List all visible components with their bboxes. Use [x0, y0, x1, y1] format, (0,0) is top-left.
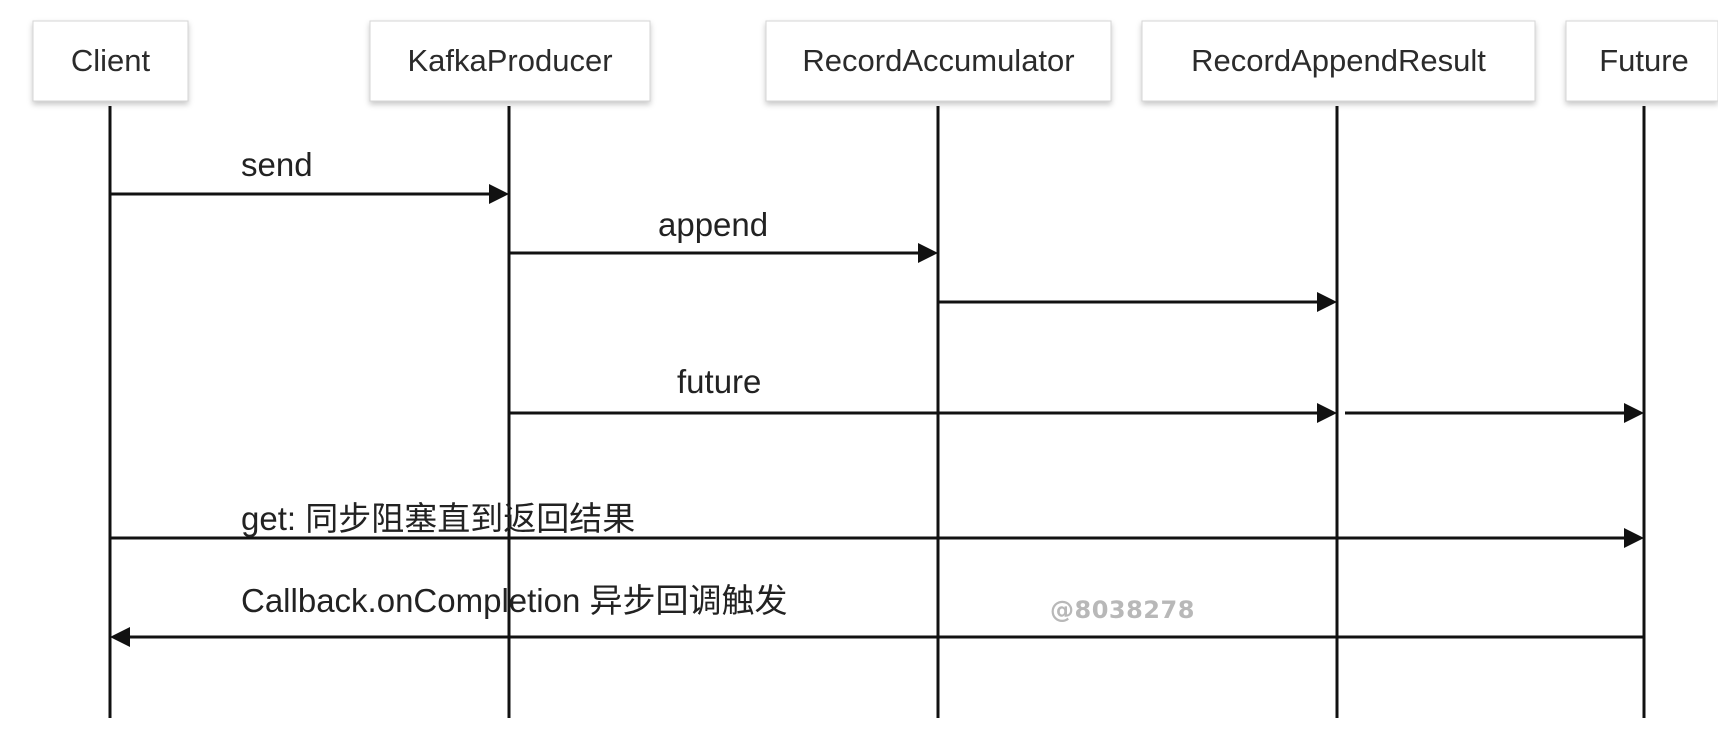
participant-future: Future [1565, 20, 1718, 102]
message-get: get: 同步阻塞直到返回结果 [110, 500, 1644, 548]
message-result-to-future-arrowhead [1624, 403, 1644, 423]
message-future-arrowhead [1317, 403, 1337, 423]
message-get-arrowhead [1624, 528, 1644, 548]
message-future: future [509, 363, 1337, 423]
message-callback-arrowhead [110, 627, 130, 647]
message-label-future: future [677, 363, 761, 400]
participant-label-record-accumulator: RecordAccumulator [802, 43, 1074, 78]
message-accumulator-to-result-arrowhead [1317, 292, 1337, 312]
watermark: @8038278 [1050, 596, 1195, 624]
message-callback: Callback.onCompletion 异步回调触发 [110, 582, 1644, 647]
participant-label-client: Client [71, 43, 151, 78]
message-append-arrowhead [918, 243, 938, 263]
message-label-append: append [658, 206, 768, 243]
message-label-get: get: 同步阻塞直到返回结果 [241, 500, 635, 537]
participant-kafka-producer: KafkaProducer [369, 20, 651, 102]
message-send: send [110, 146, 509, 204]
message-label-callback: Callback.onCompletion 异步回调触发 [241, 582, 788, 619]
message-append: append [509, 206, 938, 263]
participant-label-record-append-result: RecordAppendResult [1191, 43, 1486, 78]
participant-label-future: Future [1599, 43, 1689, 78]
participant-label-kafka-producer: KafkaProducer [407, 43, 612, 78]
participant-client: Client [32, 20, 189, 102]
participant-record-accumulator: RecordAccumulator [765, 20, 1112, 102]
message-result-to-future [1345, 403, 1644, 423]
participant-record-append-result: RecordAppendResult [1141, 20, 1536, 102]
message-accumulator-to-result [938, 292, 1337, 312]
message-label-send: send [241, 146, 313, 183]
message-send-arrowhead [489, 184, 509, 204]
